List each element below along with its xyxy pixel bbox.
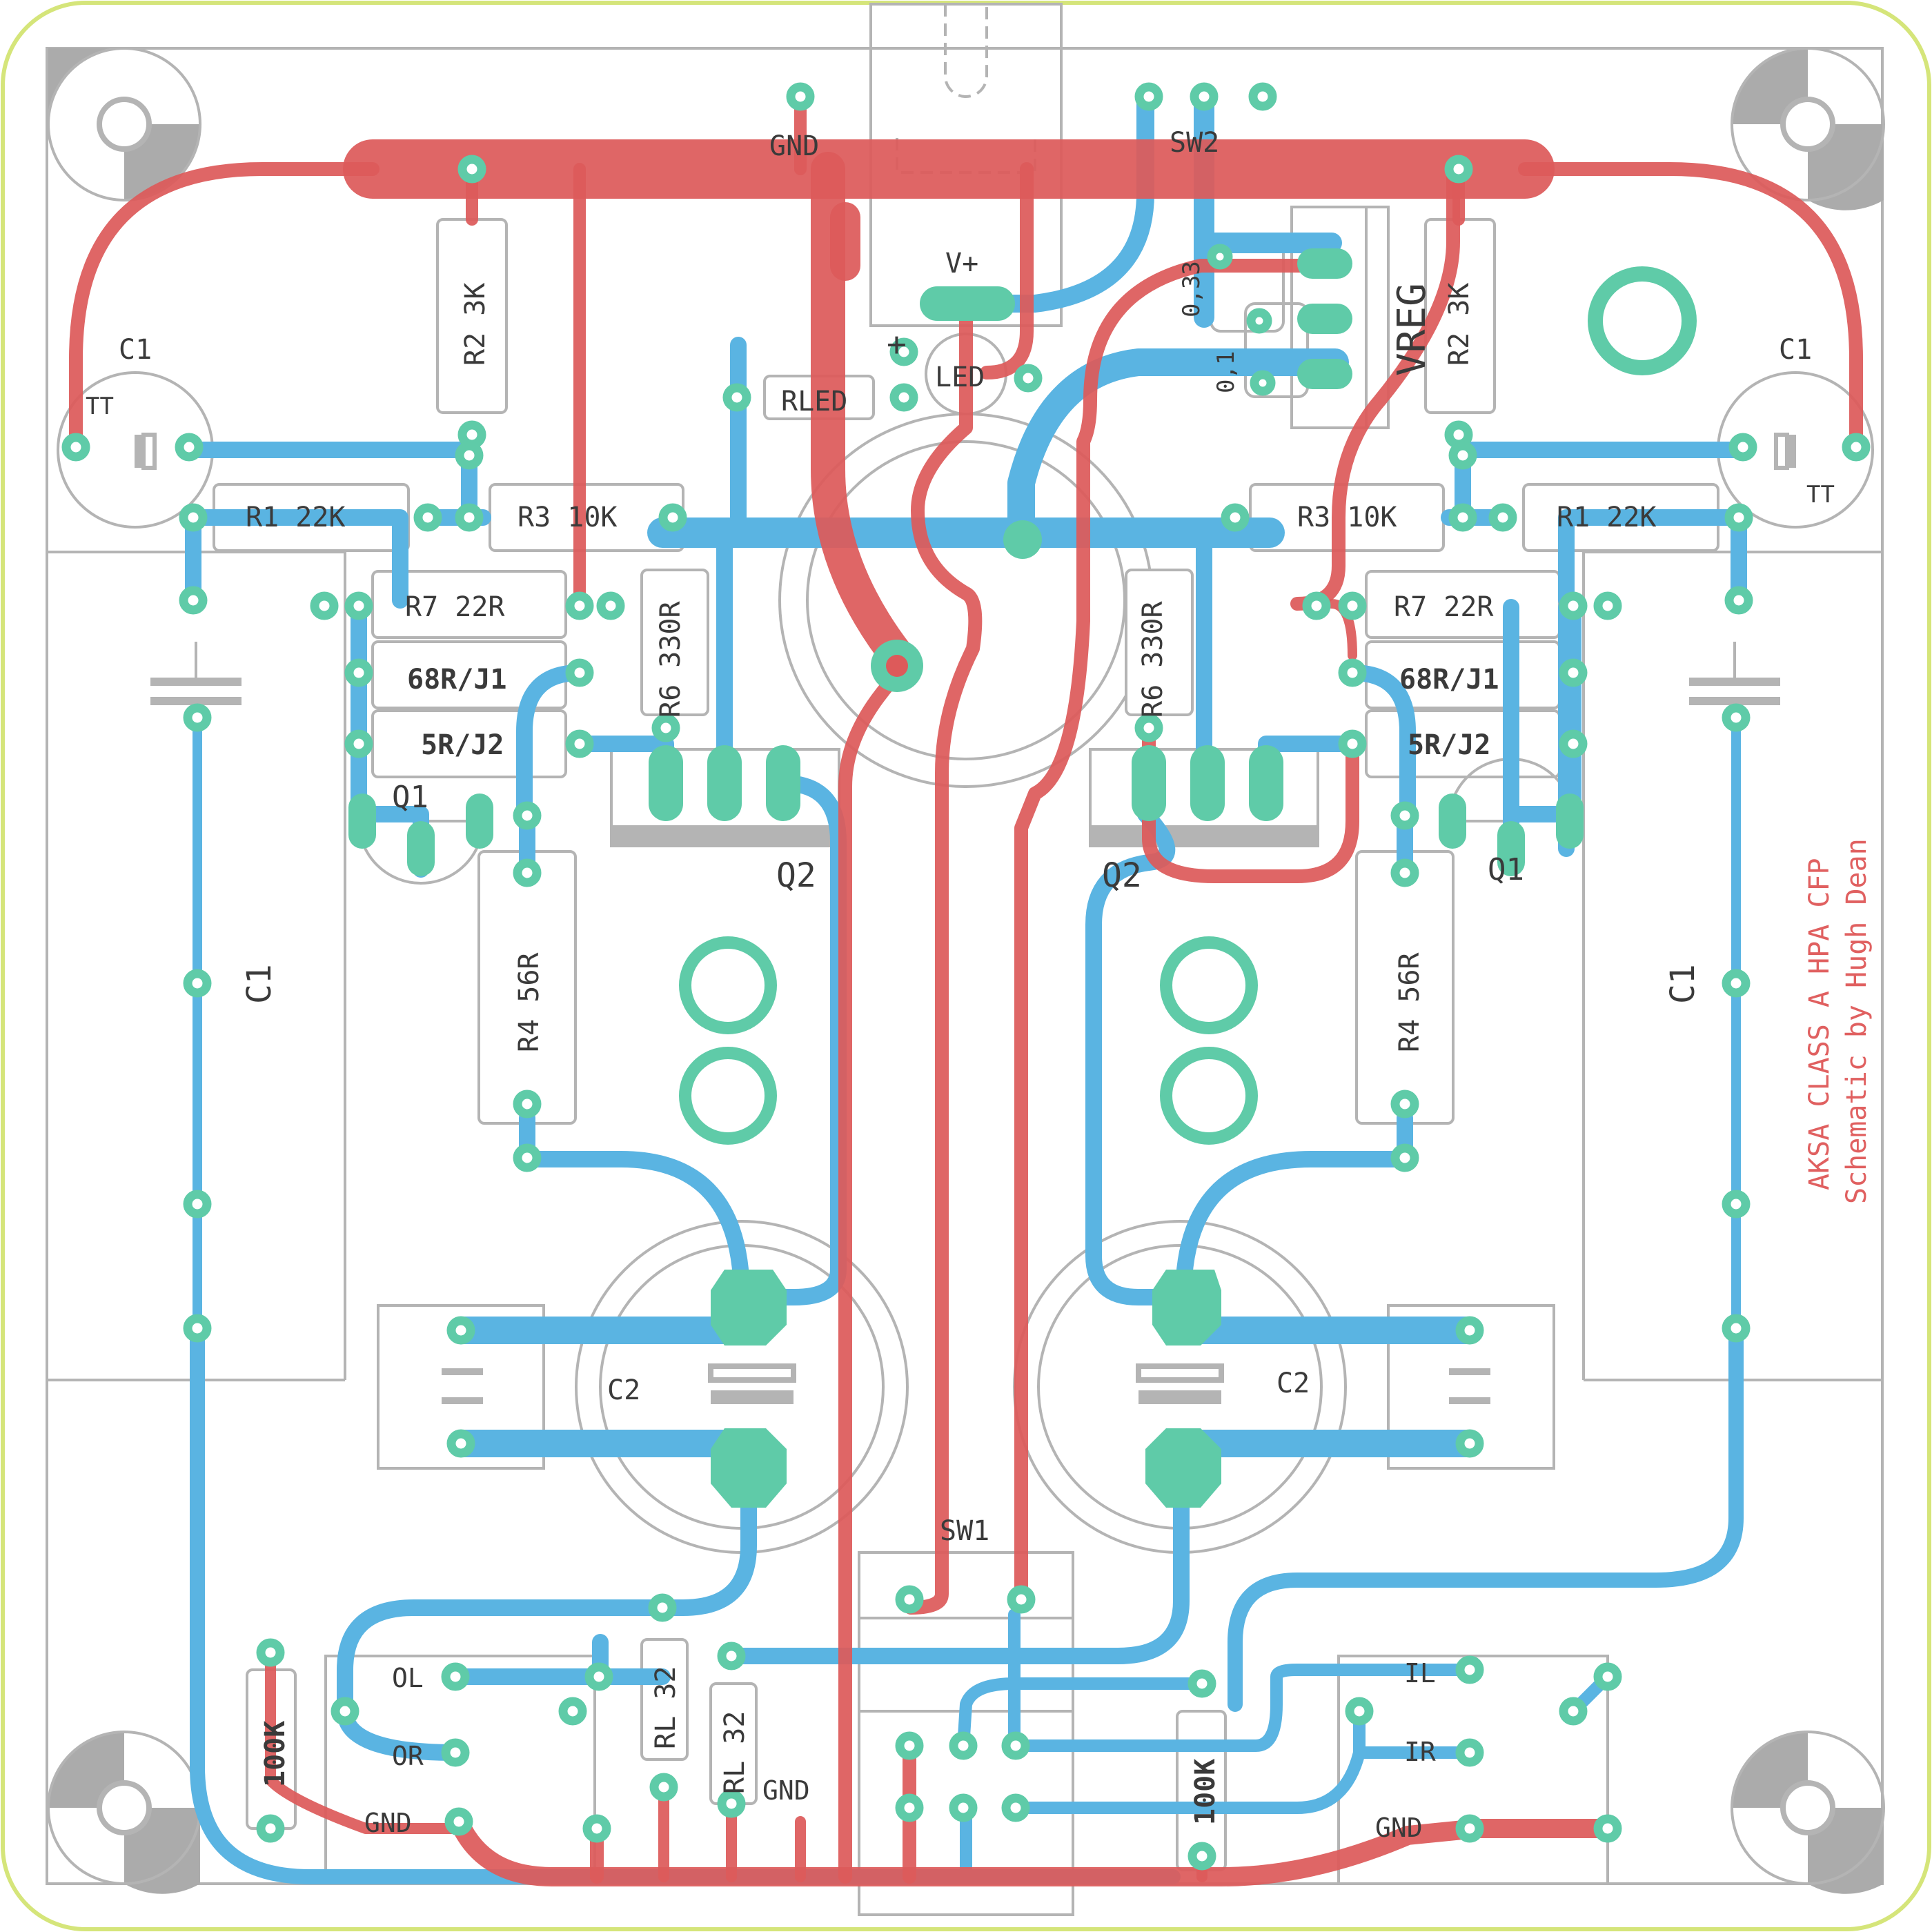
mount-hole-tl — [47, 47, 201, 201]
pads-layer — [61, 82, 1871, 1871]
label-j1-right: 68R/J1 — [1399, 664, 1499, 696]
label-il: IL — [1404, 1658, 1436, 1688]
label-gnd-out: GND — [364, 1808, 412, 1838]
label-gnd-mid: GND — [762, 1775, 810, 1806]
label-sw2: SW2 — [1170, 127, 1219, 159]
label-r6-left: R6 330R — [655, 601, 687, 718]
board-subtitle: Schematic by Hugh Dean — [1841, 838, 1873, 1204]
label-vreg: VREG — [1390, 283, 1435, 376]
label-or: OR — [392, 1741, 424, 1771]
mount-hole-tr — [1731, 47, 1885, 210]
label-vplus: V+ — [945, 248, 978, 279]
label-q2-left: Q2 — [776, 856, 816, 895]
label-q1-left: Q1 — [392, 780, 428, 815]
label-rl-b: RL 32 — [719, 1711, 751, 1794]
label-r7-left: R7 22R — [405, 591, 505, 623]
label-rl-a: RL 32 — [650, 1666, 682, 1749]
label-sw1: SW1 — [940, 1515, 989, 1547]
label-r7-right: R7 22R — [1394, 591, 1494, 623]
label-r3-left: R3 10K — [518, 502, 618, 533]
label-rled: RLED — [781, 386, 847, 417]
label-r2-left: R2 3K — [460, 283, 491, 366]
label-pot-left: 100K — [259, 1721, 291, 1787]
label-ol: OL — [392, 1663, 424, 1693]
label-tt-right: TT — [1806, 481, 1835, 509]
label-r3-right: R3 10K — [1297, 502, 1397, 533]
silkscreen-layer — [46, 3, 1885, 1916]
label-cap033: 0,33 — [1178, 261, 1205, 317]
label-c1-mr: C1 — [1664, 964, 1702, 1004]
mount-hole-br — [1731, 1731, 1885, 1894]
label-r2-right: R2 3K — [1443, 283, 1475, 366]
label-r4-left: R4 56R — [513, 952, 545, 1052]
label-ir: IR — [1404, 1737, 1436, 1767]
label-pot-right: 100K — [1190, 1759, 1221, 1825]
mount-hole-bl — [47, 1731, 201, 1894]
label-c2-left: C2 — [607, 1374, 640, 1406]
label-gnd-top: GND — [769, 130, 819, 162]
label-c1-ml: C1 — [240, 964, 279, 1004]
label-r1-left: R1 22K — [246, 502, 346, 533]
label-j1-left: 68R/J1 — [407, 664, 507, 696]
labels-layer: GND SW2 V+ LED + RLED 0,33 0,1 VREG R2 3… — [86, 127, 1873, 1843]
top-copper-layer — [69, 90, 1863, 1886]
board-title: AKSA CLASS A HPA CFP — [1804, 858, 1835, 1190]
label-c1-tr: C1 — [1779, 334, 1812, 366]
label-r6-right: R6 330R — [1137, 601, 1169, 718]
label-tt-left: TT — [86, 393, 114, 420]
label-c2-right: C2 — [1276, 1368, 1310, 1399]
label-cap01: 0,1 — [1212, 351, 1240, 393]
label-led: LED — [935, 362, 985, 393]
label-j2-right: 5R/J2 — [1408, 729, 1490, 761]
label-c1-tl: C1 — [119, 334, 152, 366]
label-r4-right: R4 56R — [1394, 952, 1426, 1052]
label-led-plus: + — [887, 325, 907, 364]
label-gnd-in: GND — [1375, 1813, 1423, 1843]
label-q2-right: Q2 — [1102, 856, 1142, 895]
label-j2-left: 5R/J2 — [421, 729, 504, 761]
label-q1-right: Q1 — [1488, 852, 1524, 887]
label-r1-right: R1 22K — [1557, 502, 1657, 533]
